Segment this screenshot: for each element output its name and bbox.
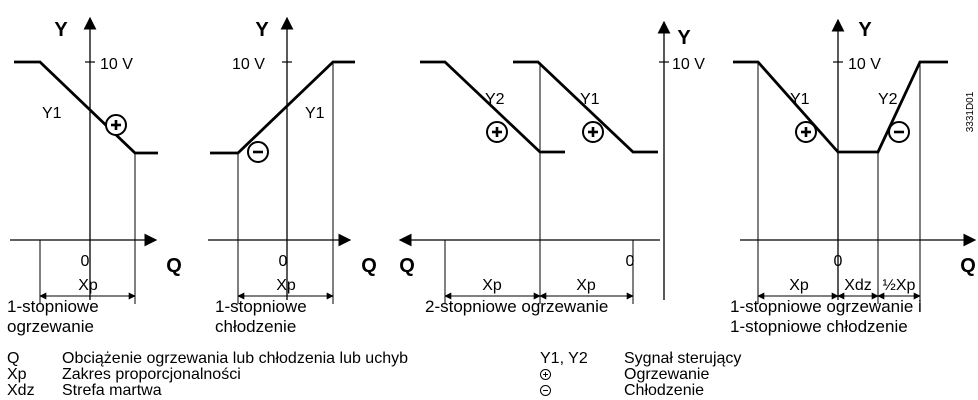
y2-label: Y2 (485, 91, 505, 108)
y1-curve (14, 60, 158, 155)
y-axis-label: Y (54, 19, 68, 41)
zero-label: 0 (626, 253, 635, 270)
xp-label: Xp (576, 277, 596, 294)
y1-label: Y1 (305, 105, 325, 122)
legend-cool-desc: Chłodzenie (624, 382, 705, 399)
zero-label: 0 (279, 253, 288, 270)
q-axis-label: Q (166, 255, 182, 277)
plus-circle-icon (540, 369, 551, 380)
legend-q-key: Q (7, 350, 20, 367)
legend-xp-key: Xp (7, 366, 27, 383)
zero-label: 0 (81, 253, 90, 270)
cooling-icon (246, 140, 270, 164)
q-axis-label: Q (960, 255, 976, 277)
half-xp-label: ½Xp (883, 277, 916, 294)
y2-label: Y2 (878, 91, 898, 108)
diagram-1-heating: Y 10 V Y1 0 Xp Q (10, 16, 182, 304)
q-axis-label: Q (399, 255, 415, 277)
ten-v-label: 10 V (232, 56, 265, 73)
caption-3: 2-stopniowe ogrzewanie (425, 297, 609, 316)
y1-curve (513, 60, 658, 154)
xp-label: Xp (276, 277, 296, 294)
y-axis-label: Y (677, 27, 691, 49)
heating-icon (581, 120, 605, 144)
heating-icon (104, 113, 128, 137)
xdz-label: Xdz (844, 277, 872, 294)
zero-label: 0 (834, 253, 843, 270)
heating-icon (485, 120, 509, 144)
legend-heat-desc: Ogrzewanie (624, 366, 710, 383)
y1-y2-curve (733, 60, 948, 154)
y1-label: Y1 (580, 91, 600, 108)
ten-v-label: 10 V (100, 56, 133, 73)
heating-icon (794, 120, 818, 144)
y1-curve (210, 60, 355, 155)
xp-label: Xp (78, 277, 98, 294)
diagram-4-heating-cooling: Y 10 V Y1 Y2 0 Xp Xdz ½Xp Q 3331D01 (733, 18, 977, 304)
caption-4: 1-stopniowe ogrzewanie i 1-stopniowe chł… (730, 297, 922, 336)
legend-q-desc: Obciążenie ogrzewania lub chłodzenia lub… (62, 350, 408, 367)
legend-xdz-key: Xdz (7, 382, 35, 399)
legend-y-desc: Sygnał sterujący (624, 350, 742, 367)
legend-xdz-desc: Strefa martwa (62, 382, 162, 399)
ten-v-label: 10 V (848, 56, 881, 73)
y-axis-label: Y (858, 19, 872, 41)
diagram-2-cooling: Y 10 V Y1 0 Xp Q (208, 16, 377, 304)
caption-1: 1-stopniowe ogrzewanie (7, 297, 99, 336)
xp-label: Xp (789, 277, 809, 294)
ten-v-label: 10 V (672, 56, 705, 73)
diagram-3-two-stage-heating: Y 10 V Y2 Y1 0 Xp Xp Q (398, 20, 705, 304)
legend-xp-desc: Zakres proporcjonalności (62, 366, 241, 383)
caption-2: 1-stopniowe chłodzenie (215, 297, 307, 336)
legend-y-key: Y1, Y2 (540, 350, 588, 367)
y2-curve (420, 60, 565, 154)
y-axis-label: Y (255, 19, 269, 41)
y1-label: Y1 (790, 91, 810, 108)
q-axis-label: Q (361, 255, 377, 277)
cooling-icon (887, 120, 911, 144)
y1-label: Y1 (42, 105, 62, 122)
minus-circle-icon (540, 385, 551, 396)
reference-code: 3331D01 (965, 91, 976, 132)
xp-label: Xp (482, 277, 502, 294)
